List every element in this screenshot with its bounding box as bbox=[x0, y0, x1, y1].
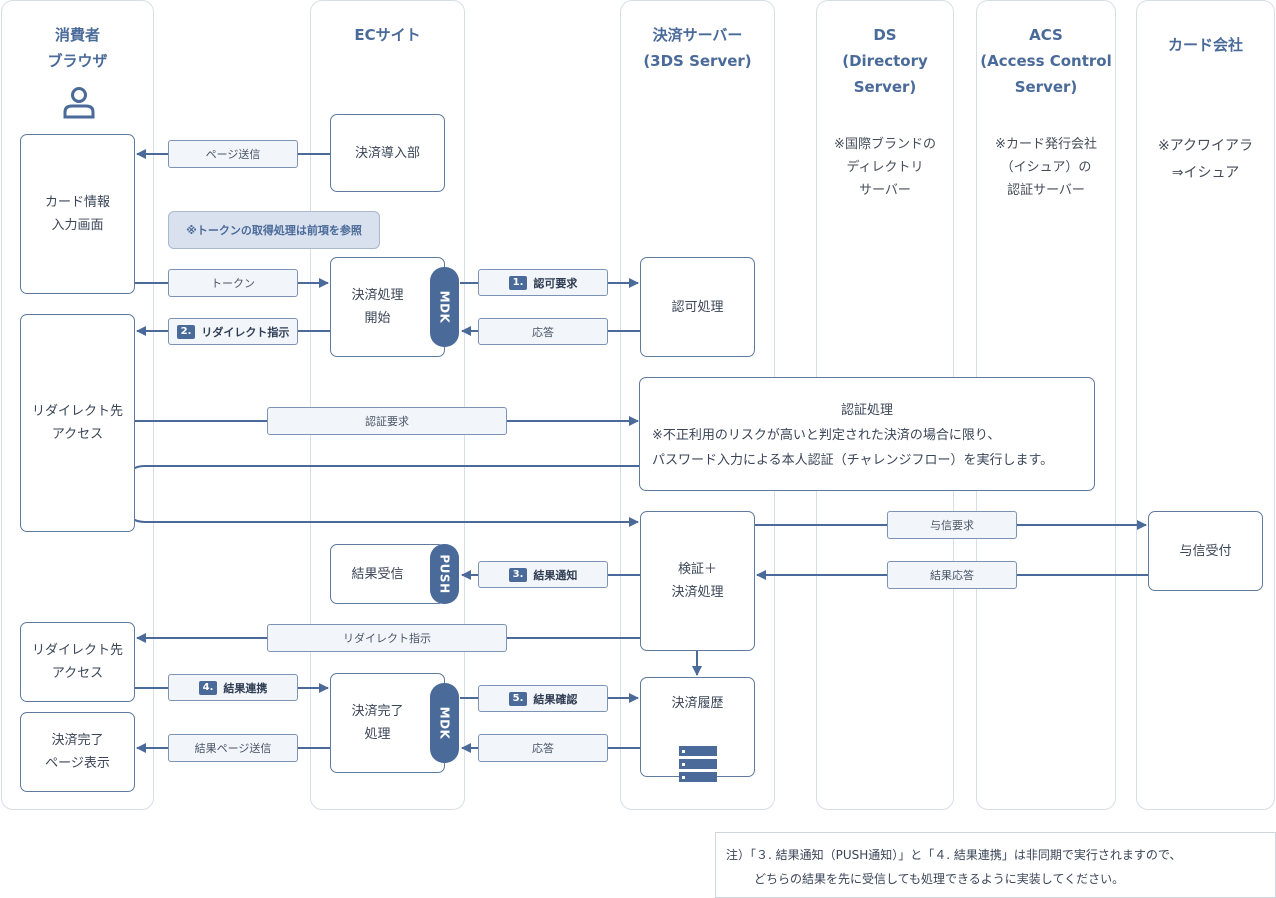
step-number-3: 3. bbox=[508, 567, 528, 582]
result-confirm-text: 結果確認 bbox=[533, 692, 578, 706]
label-redirect-instruction: 2. リダイレクト指示 bbox=[168, 318, 298, 345]
step-number-2: 2. bbox=[176, 324, 196, 339]
user-icon bbox=[62, 85, 96, 119]
redirect-instruction-text: リダイレクト指示 bbox=[201, 325, 290, 339]
step-number-4: 4. bbox=[198, 680, 218, 695]
mdk-tag-label-2: MDK bbox=[437, 706, 452, 740]
label-page-send: ページ送信 bbox=[168, 140, 298, 168]
footnote-box: 注）「３. 結果通知（PUSH通知）」と「４. 結果連携」は非同期で実行されます… bbox=[715, 832, 1276, 898]
payment-start-box: 決済処理 開始 bbox=[330, 257, 445, 357]
redirect-access-box-1: リダイレクト先 アクセス bbox=[20, 314, 135, 532]
label-result-notice: 3. 結果通知 bbox=[478, 561, 608, 588]
lane-title-card: カード会社 bbox=[1167, 36, 1243, 54]
label-credit-request: 与信要求 bbox=[887, 511, 1017, 539]
payment-history-box: 決済履歴 bbox=[640, 677, 755, 782]
lane-card-company: カード会社 ※アクワイアラ ⇒イシュア bbox=[1136, 0, 1275, 810]
lane-note-acs: ※カード発行会社 （イシュア）の 認証サーバー bbox=[995, 137, 1097, 198]
footnote-line-1: 注）「３. 結果通知（PUSH通知）」と「４. 結果連携」は非同期で実行されます… bbox=[726, 848, 1182, 862]
step-number-5: 5. bbox=[508, 691, 528, 706]
card-input-screen-box: カード情報 入力画面 bbox=[20, 134, 135, 294]
label-response-1: 応答 bbox=[478, 318, 608, 345]
footnote-line-2: どちらの結果を先に受信しても処理できるように実装してください。 bbox=[754, 872, 1125, 886]
label-response-2: 応答 bbox=[478, 734, 608, 762]
auth-request-text: 認可要求 bbox=[533, 276, 578, 290]
result-receive-box: 結果受信 bbox=[330, 544, 445, 604]
lane-title-3ds: 決済サーバー (3DS Server) bbox=[643, 26, 752, 70]
payment-complete-page-box: 決済完了 ページ表示 bbox=[20, 712, 135, 792]
auth-box-line2: パスワード入力による本人認証（チャレンジフロー）を実行します。 bbox=[652, 453, 1054, 468]
lane-title-ec: ECサイト bbox=[354, 26, 421, 44]
auth-box-title: 認証処理 bbox=[840, 403, 893, 418]
result-link-text: 結果連携 bbox=[223, 681, 268, 695]
label-result-page-send: 結果ページ送信 bbox=[168, 734, 298, 762]
label-cert-request: 認証要求 bbox=[267, 407, 507, 435]
push-tag-label: PUSH bbox=[437, 554, 452, 594]
label-redirect-instruction-2: リダイレクト指示 bbox=[267, 624, 507, 652]
payment-complete-process-box: 決済完了 処理 bbox=[330, 673, 445, 773]
lane-title-ds: DS (Directory Server) bbox=[842, 26, 928, 96]
label-token: トークン bbox=[168, 269, 298, 297]
credit-accept-box: 与信受付 bbox=[1148, 511, 1263, 591]
verify-payment-box: 検証＋ 決済処理 bbox=[640, 511, 755, 651]
mdk-tag-2: MDK bbox=[430, 683, 459, 763]
lane-note-card: ※アクワイアラ ⇒イシュア bbox=[1157, 138, 1254, 181]
label-result-response: 結果応答 bbox=[887, 561, 1017, 589]
lane-title-consumer: 消費者 ブラウザ bbox=[47, 26, 108, 70]
token-note-pill: ※トークンの取得処理は前項を参照 bbox=[168, 211, 380, 249]
payment-history-label: 決済履歴 bbox=[671, 696, 724, 711]
push-tag: PUSH bbox=[430, 544, 459, 604]
auth-box-line1: ※不正利用のリスクが高いと判定された決済の場合に限り、 bbox=[652, 428, 1001, 443]
redirect-access-box-2: リダイレクト先 アクセス bbox=[20, 622, 135, 702]
label-result-confirm: 5. 結果確認 bbox=[478, 685, 608, 712]
mdk-tag-1: MDK bbox=[430, 267, 459, 347]
lane-title-acs: ACS (Access Control Server) bbox=[980, 26, 1112, 96]
step-number-1: 1. bbox=[508, 275, 528, 290]
authentication-process-box: 認証処理 ※不正利用のリスクが高いと判定された決済の場合に限り、 パスワード入力… bbox=[639, 377, 1095, 491]
server-stack-icon bbox=[678, 723, 717, 790]
result-notice-text: 結果通知 bbox=[533, 568, 578, 582]
mdk-tag-label-1: MDK bbox=[437, 290, 452, 324]
label-auth-request: 1. 認可要求 bbox=[478, 269, 608, 296]
lane-note-ds: ※国際ブランドの ディレクトリ サーバー bbox=[834, 137, 936, 198]
auth-process-box: 認可処理 bbox=[640, 257, 755, 357]
payment-intro-box: 決済導入部 bbox=[330, 114, 445, 192]
label-result-link: 4. 結果連携 bbox=[168, 674, 298, 701]
